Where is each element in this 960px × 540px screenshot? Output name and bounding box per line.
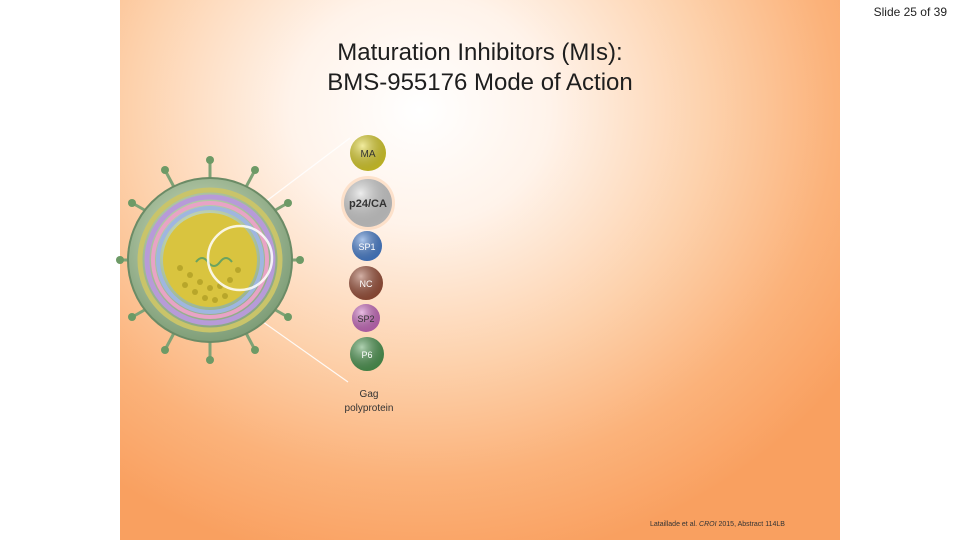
gag-label-line-1: Gag bbox=[359, 389, 379, 400]
segment-p6-label: P6 bbox=[361, 350, 372, 360]
slide-counter: Slide 25 of 39 bbox=[873, 5, 947, 19]
gag-segment-nc: NC bbox=[349, 266, 383, 300]
citation-journal: CROI bbox=[699, 521, 717, 528]
segment-sp2-label: SP2 bbox=[357, 314, 374, 324]
spike-heads bbox=[116, 156, 304, 364]
title-line-1: Maturation Inhibitors (MIs): bbox=[337, 39, 623, 66]
segment-ca-label: p24/CA bbox=[349, 198, 387, 210]
gag-segment-ca: p24/CA bbox=[341, 176, 395, 230]
zoom-circle bbox=[206, 224, 274, 292]
core-texture bbox=[177, 265, 241, 303]
citation-rest: 2015, Abstract 114LB bbox=[716, 521, 785, 528]
capsid-layer-2 bbox=[151, 201, 269, 319]
citation: Lataillade et al. CROI 2015, Abstract 11… bbox=[650, 521, 785, 528]
gag-segment-ma: MA bbox=[350, 135, 386, 171]
gag-polyprotein-label: Gag polyprotein bbox=[330, 388, 408, 416]
gag-segment-p6: P6 bbox=[350, 337, 384, 371]
segment-nc-label: NC bbox=[360, 279, 373, 289]
citation-authors: Lataillade et al. bbox=[650, 521, 698, 528]
slide-title: Maturation Inhibitors (MIs): BMS-955176 … bbox=[120, 38, 840, 98]
gag-polyprotein: MA p24/CA SP1 NC SP2 P6 bbox=[341, 135, 395, 371]
rna-strand bbox=[195, 257, 233, 267]
segment-sp1-label: SP1 bbox=[358, 242, 375, 252]
gag-label-line-2: polyprotein bbox=[344, 403, 394, 414]
gag-segment-sp2: SP2 bbox=[352, 304, 380, 332]
capsid-layer-3 bbox=[156, 206, 264, 314]
title-line-2: BMS-955176 Mode of Action bbox=[327, 69, 633, 96]
matrix-layer bbox=[137, 187, 283, 333]
segment-ma-label: MA bbox=[361, 149, 376, 160]
gag-segment-sp1: SP1 bbox=[352, 231, 382, 261]
hiv-virion bbox=[116, 156, 304, 364]
